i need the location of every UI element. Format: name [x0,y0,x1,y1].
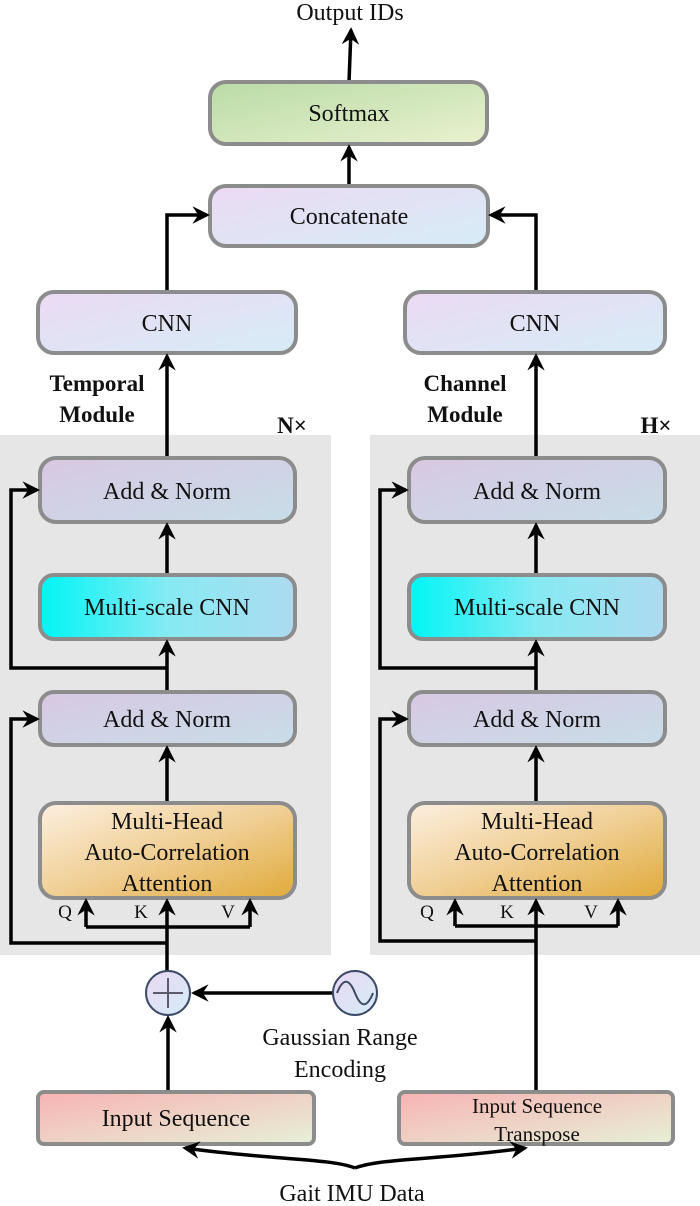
temporal-q-label: Q [58,902,72,923]
concatenate-block: Concatenate [208,184,490,248]
temporal-module-title-line2: Module [59,402,134,427]
channel-add-norm-top-label: Add & Norm [473,479,601,505]
temporal-residual-bottom-arrow [9,710,167,945]
temporal-add-norm-bottom-label: Add & Norm [103,707,231,733]
sine-wave-icon [332,970,378,1016]
channel-cnn-block: CNN [403,290,667,355]
channel-cnn-label: CNN [510,311,561,337]
output-ids-label: Output IDs [296,0,403,26]
channel-repeat-label: H× [641,413,672,438]
gait-to-transpose-arrow [354,1141,528,1170]
input-transpose-block: Input Sequence [397,1090,675,1146]
channel-multiscale-cnn-label: Multi-scale CNN [454,595,620,621]
input-sequence-label: Input Sequence [102,1106,251,1132]
temporal-to-concat-arrow [165,206,210,292]
temporal-v-label: V [221,902,235,923]
output-arrow [341,27,360,83]
channel-q-label: Q [420,902,434,923]
channel-residual-bottom-arrow [378,710,536,943]
input-transpose-label-line2: Transpose [494,1122,580,1146]
channel-add-norm-bottom: Add & Norm [407,690,667,747]
temporal-attention-line1: Multi-Head [111,809,223,835]
encoding-label-line1: Gaussian Range [262,1025,417,1051]
softmax-label: Softmax [308,101,389,127]
temporal-residual-top-arrow [9,481,167,670]
channel-multiscale-cnn-block: Multi-scale CNN [407,573,667,641]
softmax-block: Softmax [208,80,489,146]
channel-add-norm-top: Add & Norm [407,456,667,524]
channel-attention-line1: Multi-Head [481,809,593,835]
temporal-k-label: K [134,902,148,923]
temporal-multiscale-cnn-label: Multi-scale CNN [84,595,250,621]
temporal-attention-line2: Auto-Correlation [84,840,249,866]
gait-imu-data-label: Gait IMU Data [279,1181,425,1206]
gait-to-input-arrow [182,1141,356,1170]
temporal-add-norm-top-label: Add & Norm [103,479,231,505]
temporal-repeat-label: N× [277,413,307,438]
temporal-cnn-label: CNN [142,311,193,337]
channel-add-norm-bottom-label: Add & Norm [473,707,601,733]
temporal-attention-block: Multi-Head Auto-Correlation Attention [38,801,297,900]
channel-attention-block: Multi-Head Auto-Correlation Attention [407,801,667,900]
channel-to-concat-arrow [488,206,538,292]
temporal-attention-line3: Attention [122,871,213,897]
temporal-multiscale-cnn-block: Multi-scale CNN [38,573,297,641]
encoding-label-line2: Encoding [294,1057,386,1083]
concatenate-label: Concatenate [290,204,409,230]
channel-attention-line2: Auto-Correlation [454,840,619,866]
temporal-add-norm-top: Add & Norm [38,456,297,524]
temporal-cnn-block: CNN [36,290,298,355]
channel-module-title-line2: Module [427,402,502,427]
input-sequence-block: Input Sequence [36,1090,316,1146]
channel-module-title-line1: Channel [423,371,506,396]
channel-attention-line3: Attention [492,871,583,897]
channel-residual-top-arrow [378,481,536,670]
channel-v-label: V [584,902,598,923]
input-transpose-label-line1: Input Sequence [472,1094,602,1118]
channel-k-label: K [500,902,514,923]
temporal-module-title-line1: Temporal [50,371,145,396]
add-circle-icon [145,970,191,1016]
temporal-add-norm-bottom: Add & Norm [38,690,297,747]
